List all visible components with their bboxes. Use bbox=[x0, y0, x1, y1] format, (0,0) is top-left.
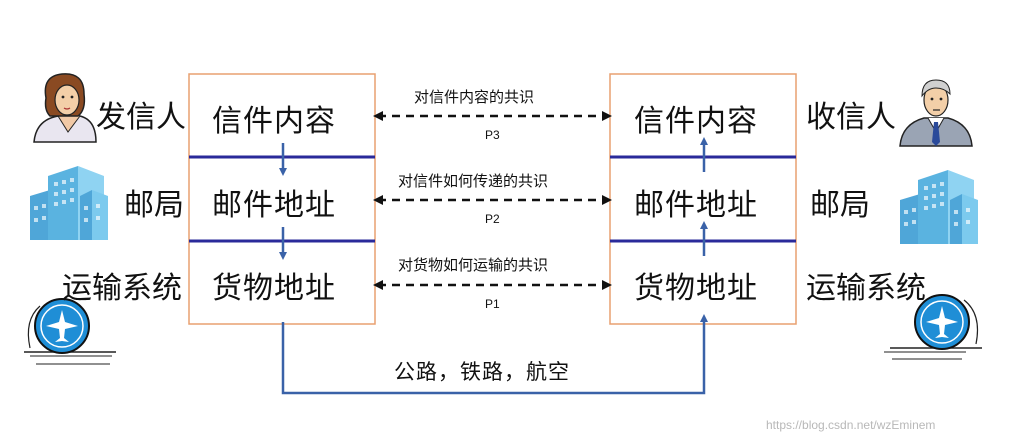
watermark-text: https://blog.csdn.net/wzEminem bbox=[766, 418, 936, 432]
agreement-p3-label: 对信件内容的共识 bbox=[414, 88, 535, 106]
left-transport-system-label: 运输系统 bbox=[62, 271, 182, 306]
right-layer-mail-address: 邮件地址 bbox=[634, 188, 758, 223]
right-layer-cargo-address: 货物地址 bbox=[634, 271, 758, 306]
left-post-office-label: 邮局 bbox=[124, 188, 184, 223]
right-transport-system-label: 运输系统 bbox=[806, 271, 926, 306]
woman-person-icon bbox=[33, 73, 97, 143]
agreement-p1-label: 对货物如何运输的共识 bbox=[398, 256, 549, 274]
transport-path-arrow bbox=[281, 314, 708, 395]
left-layer-mail-address: 邮件地址 bbox=[212, 188, 336, 223]
building-icon bbox=[30, 166, 108, 240]
transport-media-label: 公路，铁路，航空 bbox=[394, 360, 570, 384]
protocol-p1-label: P1 bbox=[485, 297, 500, 311]
right-layer-letter-content: 信件内容 bbox=[634, 104, 758, 139]
right-post-office-label: 邮局 bbox=[810, 188, 870, 223]
sender-role-label: 发信人 bbox=[96, 100, 186, 135]
building-icon bbox=[900, 170, 978, 244]
protocol-p3-label: P3 bbox=[485, 128, 500, 142]
agreement-p2-label: 对信件如何传递的共识 bbox=[398, 172, 549, 190]
receiver-role-label: 收信人 bbox=[806, 100, 896, 135]
airplane-icon bbox=[24, 298, 116, 365]
protocol-p2-label: P2 bbox=[485, 212, 500, 226]
left-layer-letter-content: 信件内容 bbox=[212, 104, 336, 139]
man-person-icon bbox=[899, 79, 973, 147]
airplane-icon bbox=[884, 294, 982, 360]
left-layer-cargo-address: 货物地址 bbox=[212, 271, 336, 306]
